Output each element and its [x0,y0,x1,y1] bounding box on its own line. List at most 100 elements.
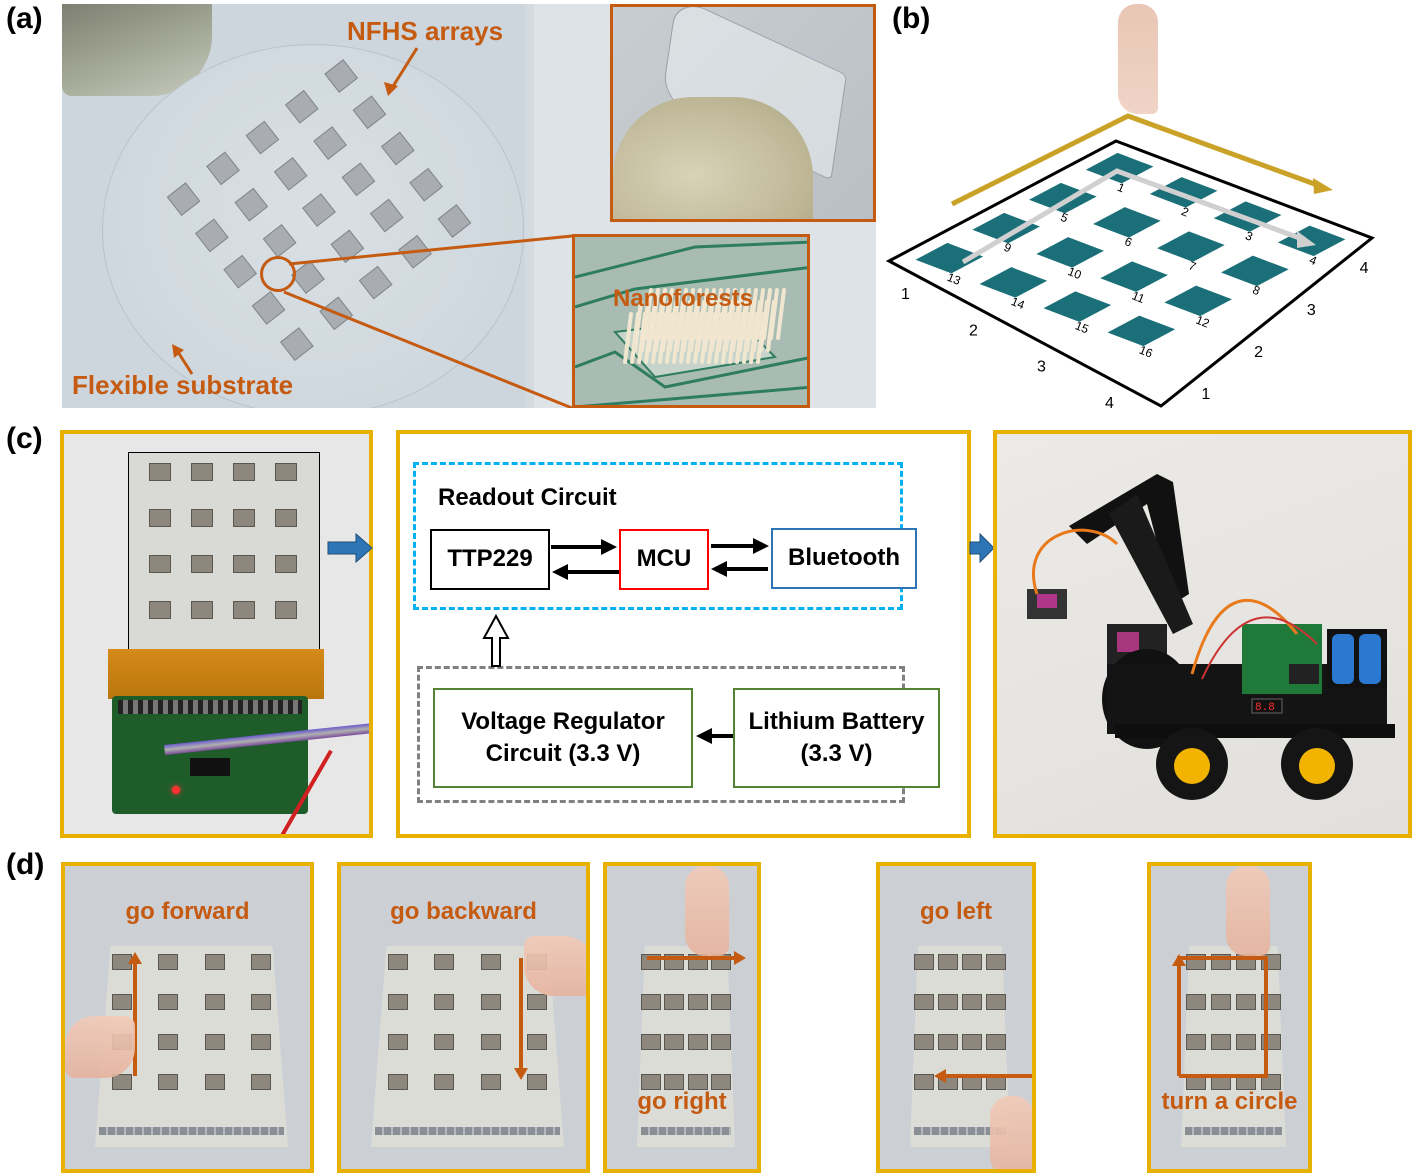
sensor-pad [434,1074,455,1090]
finger-image [1226,866,1270,956]
nanoforest-pillar [713,288,723,340]
arrow-battery-to-regulator [696,728,712,744]
axis-tick-label-left: 2 [969,322,978,339]
sensor-pad [664,994,685,1010]
sensor-pad [250,954,271,970]
sensor-pad [191,601,213,619]
svg-text:8.8: 8.8 [1255,702,1275,714]
sensor-pad [711,1074,732,1090]
sensor-pad-number: 10 [1066,264,1084,282]
bluetooth-block: Bluetooth [771,528,917,589]
gesture-photo-go-right: go right [603,862,761,1173]
sensor-pad-number: 11 [1130,288,1147,306]
sensor-pad [979,267,1048,298]
sensor-pad [1277,225,1346,257]
sensor-pad [480,954,501,970]
sensor-pad [915,242,984,274]
axis-tick-label-left: 4 [1105,395,1114,412]
sensor-pad [687,1074,708,1090]
sensor-pad [1093,207,1161,238]
sensor-pad [986,994,1006,1010]
gesture-label: go right [637,1088,727,1115]
sensor-pad [158,954,179,970]
sensor-pad [640,1034,661,1050]
sensor-pad [158,994,179,1010]
sensor-pcb-photo [60,430,373,838]
sensor-pad [687,994,708,1010]
mcu-block: MCU [619,529,709,590]
sensor-pad [204,994,225,1010]
nanoforest-pillar [727,288,737,340]
axis-tick-label-right: 2 [1254,344,1263,361]
sensor-pad-number: 13 [945,270,963,288]
sensor-pad-number: 4 [1307,253,1319,269]
sensor-pad [434,994,455,1010]
lithium-battery-label: Lithium Battery (3.3 V) [748,707,925,767]
nanoforest-pillar [762,288,772,340]
sensor-pad [112,1074,133,1090]
sensor-pad [275,509,297,527]
gesture-photo-go-backward: go backward [337,862,590,1173]
sensor-pad [250,994,271,1010]
flexible-substrate-annotation: Flexible substrate [72,370,294,400]
nanoforest-pillar [633,300,643,352]
sensor-sheet [128,452,320,654]
sensor-pad [275,601,297,619]
nanoforest-pillar [650,288,660,340]
gesture-direction-arrow [514,958,528,1080]
nanoforest-pillar [720,288,730,340]
nanoforest-pillar [657,288,667,340]
nanoforest-pillar [769,288,779,340]
sensor-pad [158,1074,179,1090]
arrow-bluetooth-to-mcu [711,561,727,577]
nanoforest-pillar [755,288,765,340]
axis-tick-label-left: 1 [901,286,910,303]
nanoforest-pillar [643,288,653,340]
sensor-pad [938,1034,958,1050]
nanoforest-pillar [692,288,702,340]
bent-sheet-inset [610,4,876,222]
arrow-ttp-to-mcu [601,539,617,555]
nanoforests-inset: Nanoforests [572,234,810,408]
connector-pads [375,1127,560,1135]
arrow-power-to-readout [482,613,510,667]
sensor-pad [1036,237,1104,268]
sensor-pad [158,1034,179,1050]
sensor-pad [480,994,501,1010]
ic-chip [190,758,230,776]
panel-a-label: (a) [6,2,43,35]
sensor-pad [962,954,982,970]
sensor-pad [191,463,213,481]
sensor-pad [191,555,213,573]
sensor-pad [149,463,171,481]
gesture-direction-arrow [647,951,746,965]
sensor-pad [233,509,255,527]
axis-tick-label-right: 4 [1360,260,1369,277]
sensor-pad [1043,291,1112,322]
pin-header [118,700,302,714]
sensor-pad [149,555,171,573]
nanoforests-annotation: Nanoforests [613,285,754,312]
sensor-pad [526,994,547,1010]
sensor-pad [1107,315,1176,347]
pcb-board [112,696,308,814]
gesture-label: go forward [125,898,250,925]
gesture-direction-arrow [1172,954,1268,1078]
panel-b-label: (b) [892,2,931,35]
sensor-pad [1157,231,1225,262]
sensor-pad-number: 9 [1002,240,1014,256]
sensor-pad [664,1074,685,1090]
finger-image [65,1016,135,1078]
sensor-pad [986,1034,1006,1050]
arrow-mcu-to-bluetooth [753,538,769,554]
sensor-pad [250,1074,271,1090]
zoom-circle [260,256,296,292]
gloved-hand-image [613,97,813,219]
sensor-pad [149,509,171,527]
sensor-pad [233,601,255,619]
sensor-pad [112,994,133,1010]
sensor-pad [1221,255,1289,287]
sensor-pad-number: 3 [1243,228,1255,244]
sensor-pad-number: 8 [1251,283,1263,299]
sensor-pad-number: 6 [1123,234,1135,250]
